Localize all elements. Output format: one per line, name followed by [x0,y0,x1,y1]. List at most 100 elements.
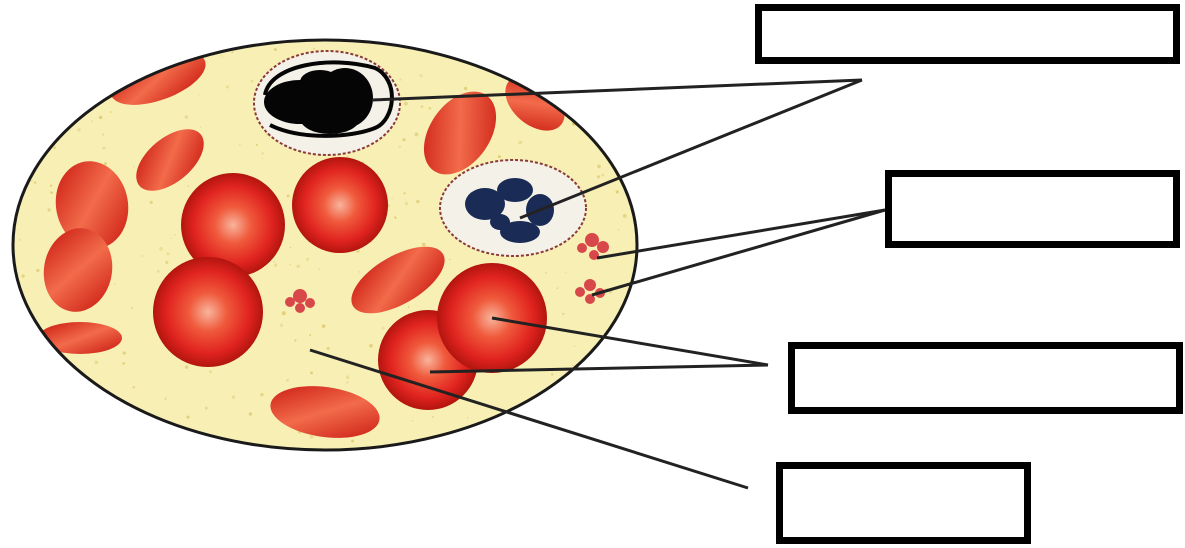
plasma-speckle [187,416,190,419]
plasma-speckle [120,44,124,48]
plasma-speckle [34,181,37,184]
plasma-speckle [518,140,522,144]
plasma-speckle [66,397,67,398]
plasma-speckle [399,78,401,80]
plasma-speckle [404,102,408,106]
white-blood-cell [440,160,586,256]
plasma-speckle [524,437,527,440]
plasma-speckle [141,418,144,421]
plasma-speckle [449,259,450,260]
plasma-speckle [200,127,201,128]
plasma-speckle [616,190,619,193]
plasma-speckle [199,444,200,445]
plasma-speckle [48,208,51,211]
plasma-speckle [574,346,576,348]
plasma-speckle [50,191,53,194]
plasma-speckle [296,264,300,268]
plasma-speckle [572,365,573,366]
plasma-speckle [251,80,254,83]
plasma-speckle [449,50,451,52]
plasma-speckle [91,120,93,122]
white-blood-cell [254,51,400,155]
plasma-speckle [559,62,562,65]
plasma-speckle [185,365,188,368]
red-blood-cell [292,157,388,253]
plasma-speckle [310,372,313,375]
plasma-speckle [132,386,135,389]
plasma-speckle [412,420,413,421]
plasma-speckle [606,86,609,89]
plasma-speckle [467,417,468,418]
plasma-speckle [356,250,359,253]
plasma-speckle [290,264,291,265]
plasma-speckle [280,324,283,327]
plasma-speckle [420,74,423,77]
plasma-speckle [616,46,617,47]
label-box-red-blood-cells[interactable] [788,342,1183,414]
plasma-speckle [531,425,533,427]
plasma-speckle [391,198,392,199]
plasma-speckle [62,109,63,110]
label-box-plasma[interactable] [776,462,1031,544]
plasma-speckle [597,165,601,169]
plasma-speckle [537,399,540,402]
plasma-speckle [122,59,123,60]
plasma-speckle [158,422,160,424]
plasma-speckle [94,360,98,364]
plasma-speckle [501,99,503,101]
plasma-speckle [545,272,547,274]
plasma-speckle [359,271,361,273]
plasma-speckle [123,351,126,354]
plasma-speckle [551,373,553,375]
plasma-speckle [174,234,175,235]
plasma-speckle [198,94,200,96]
plasma-speckle [382,327,385,330]
plasma-speckle [427,45,429,47]
plasma-speckle [157,270,160,273]
plasma-speckle [369,344,373,348]
plasma-speckle [123,438,125,440]
plasma-speckle [565,272,566,273]
plasma-speckle [274,264,277,267]
plasma-speckle [133,166,134,167]
plasma-speckle [420,105,423,108]
plasma-speckle [77,128,80,131]
plasma-speckle [286,379,288,381]
plasma-speckle [327,347,330,350]
plasma-speckle [256,144,258,146]
plasma-speckle [260,393,263,396]
plasma-speckle [261,152,264,155]
label-text-white-blood-cells [762,11,1173,57]
plasma-speckle [415,132,419,136]
label-text-platelets [892,177,1173,241]
plasma-speckle [159,247,163,251]
label-box-platelets[interactable] [885,170,1180,248]
plasma-speckle [290,247,291,248]
plasma-speckle [351,440,354,443]
plasma-speckle [310,435,314,439]
label-box-white-blood-cells[interactable] [755,4,1180,64]
plasma-speckle [398,146,400,148]
plasma-speckle [394,216,396,218]
plasma-speckle [623,214,627,218]
plasma-speckle [618,229,619,230]
plasma-speckle [397,84,398,85]
plasma-speckle [150,201,153,204]
label-text-plasma [783,469,1024,537]
plasma-speckle [36,269,39,272]
plasma-speckle [322,324,325,327]
plasma-speckle [346,376,350,380]
plasma-speckle [607,363,611,367]
plasma-speckle [598,45,600,47]
plasma-speckle [614,115,616,117]
plasma-speckle [126,63,130,67]
plasma-speckle [99,116,102,119]
plasma-speckle [104,162,107,165]
plasma-speckle [185,115,189,119]
plasma-speckle [33,105,36,108]
plasma-speckle [611,76,615,80]
plasma-speckle [274,48,277,51]
plasma-speckle [557,287,559,289]
plasma-speckle [405,202,409,206]
